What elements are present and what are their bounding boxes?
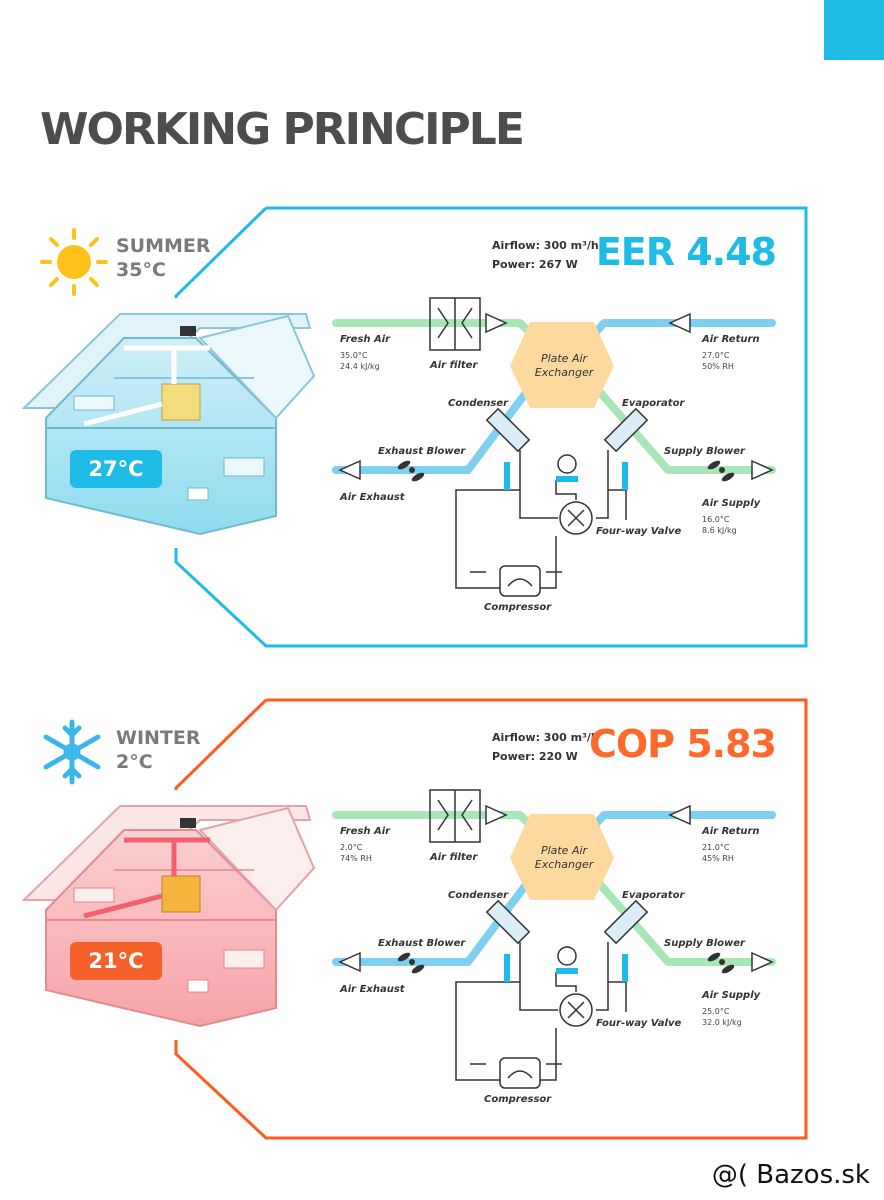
watermark-text: @( Bazos.sk (711, 1160, 870, 1190)
air-supply-value-2: 8.6 kJ/kg (702, 526, 737, 535)
compressor-label: Compressor (484, 1094, 552, 1105)
exhaust-duct (332, 878, 532, 966)
four-way-valve-icon (559, 993, 593, 1027)
indoor-temp-badge: 27°C (70, 450, 162, 488)
compressor-label: Compressor (484, 602, 552, 613)
air-filter-label: Air filter (430, 852, 478, 863)
exhaust-blower-label: Exhaust Blower (378, 938, 466, 949)
condenser-coil (485, 407, 531, 453)
winter-specs: Airflow: 300 m³/h Power: 220 W (492, 728, 599, 766)
supply-fan-icon (707, 952, 735, 974)
exhaust-duct (332, 386, 532, 474)
air-supply-value-1: 16.0°C (702, 515, 730, 524)
season-name: SUMMER (116, 235, 211, 257)
air-supply-label: Air Supply (702, 498, 761, 509)
power-text: Power: 267 W (492, 258, 578, 271)
fresh-air-value-1: 2.0°C (340, 843, 363, 852)
evaporator-label: Evaporator (622, 890, 685, 901)
evaporator-coil (603, 407, 649, 453)
power-text: Power: 220 W (492, 750, 578, 763)
page-title: WORKING PRINCIPLE (40, 104, 525, 155)
exhaust-blower-label: Exhaust Blower (378, 446, 466, 457)
airflow-text: Airflow: 300 m³/h (492, 731, 599, 744)
compressor-icon (499, 1057, 541, 1089)
airflow-text: Airflow: 300 m³/h (492, 239, 599, 252)
air-return-value-2: 50% RH (702, 362, 734, 371)
eer-value: EER 4.48 (595, 230, 777, 274)
outdoor-temp: 35°C (116, 259, 166, 281)
indoor-temp-badge: 21°C (70, 942, 162, 980)
air-supply-value-1: 25.0°C (702, 1007, 730, 1016)
air-supply-value-2: 32.0 kJ/kg (702, 1018, 742, 1027)
fresh-air-label: Fresh Air (340, 334, 391, 345)
exchanger-line-1: Plate Air (540, 352, 588, 365)
air-return-value-1: 27.0°C (702, 351, 730, 360)
summer-specs: Airflow: 300 m³/h Power: 267 W (492, 236, 599, 274)
supply-blower-label: Supply Blower (664, 446, 745, 457)
outdoor-temp: 2°C (116, 751, 153, 773)
condenser-coil (485, 899, 531, 945)
exchanger-line-2: Exchanger (534, 366, 594, 379)
plate-exchanger-label: Plate Air Exchanger (512, 844, 616, 872)
exchanger-line-1: Plate Air (540, 844, 588, 857)
supply-blower-label: Supply Blower (664, 938, 745, 949)
air-supply-label: Air Supply (702, 990, 761, 1001)
winter-season-label: WINTER 2°C (116, 726, 201, 774)
air-filter-label: Air filter (430, 360, 478, 371)
summer-schematic (40, 206, 808, 648)
exhaust-fan-icon (397, 952, 425, 974)
air-exhaust-label: Air Exhaust (340, 984, 405, 995)
expansion-valve-icon (556, 454, 578, 482)
summer-house-illustration: 27°C (14, 298, 332, 548)
plate-exchanger-label: Plate Air Exchanger (512, 352, 616, 380)
winter-section: WINTER 2°C Airflow: 300 m³/h Power: 220 … (0, 692, 884, 1162)
four-way-valve-icon (559, 501, 593, 535)
season-name: WINTER (116, 727, 201, 749)
four-way-valve-label: Four-way Valve (596, 1018, 682, 1029)
snowflake-icon (43, 719, 101, 785)
supply-duct (594, 878, 776, 966)
air-return-value-2: 45% RH (702, 854, 734, 863)
sun-icon (40, 228, 108, 296)
winter-schematic (43, 698, 808, 1140)
summer-season-label: SUMMER 35°C (116, 234, 211, 282)
exchanger-line-2: Exchanger (534, 858, 594, 871)
cop-value: COP 5.83 (588, 722, 777, 766)
four-way-valve-label: Four-way Valve (596, 526, 682, 537)
air-filter-icon (429, 297, 481, 351)
fresh-air-value-2: 24.4 kJ/kg (340, 362, 380, 371)
fresh-air-value-2: 74% RH (340, 854, 372, 863)
compressor-icon (499, 565, 541, 597)
fresh-air-label: Fresh Air (340, 826, 391, 837)
evaporator-coil (603, 899, 649, 945)
air-return-value-1: 21.0°C (702, 843, 730, 852)
air-return-label: Air Return (702, 334, 760, 345)
supply-duct (594, 386, 776, 474)
condenser-label: Condenser (448, 398, 509, 409)
summer-section: SUMMER 35°C Airflow: 300 m³/h Power: 267… (0, 200, 884, 670)
plate-exchanger-hex (510, 814, 614, 900)
expansion-valve-icon (556, 946, 578, 974)
exhaust-fan-icon (397, 460, 425, 482)
air-return-label: Air Return (702, 826, 760, 837)
fresh-air-value-1: 35.0°C (340, 351, 368, 360)
supply-fan-icon (707, 460, 735, 482)
corner-accent-block (824, 0, 884, 60)
winter-house-illustration: 21°C (14, 790, 332, 1040)
condenser-label: Condenser (448, 890, 509, 901)
air-filter-icon (429, 789, 481, 843)
air-exhaust-label: Air Exhaust (340, 492, 405, 503)
evaporator-label: Evaporator (622, 398, 685, 409)
plate-exchanger-hex (510, 322, 614, 408)
